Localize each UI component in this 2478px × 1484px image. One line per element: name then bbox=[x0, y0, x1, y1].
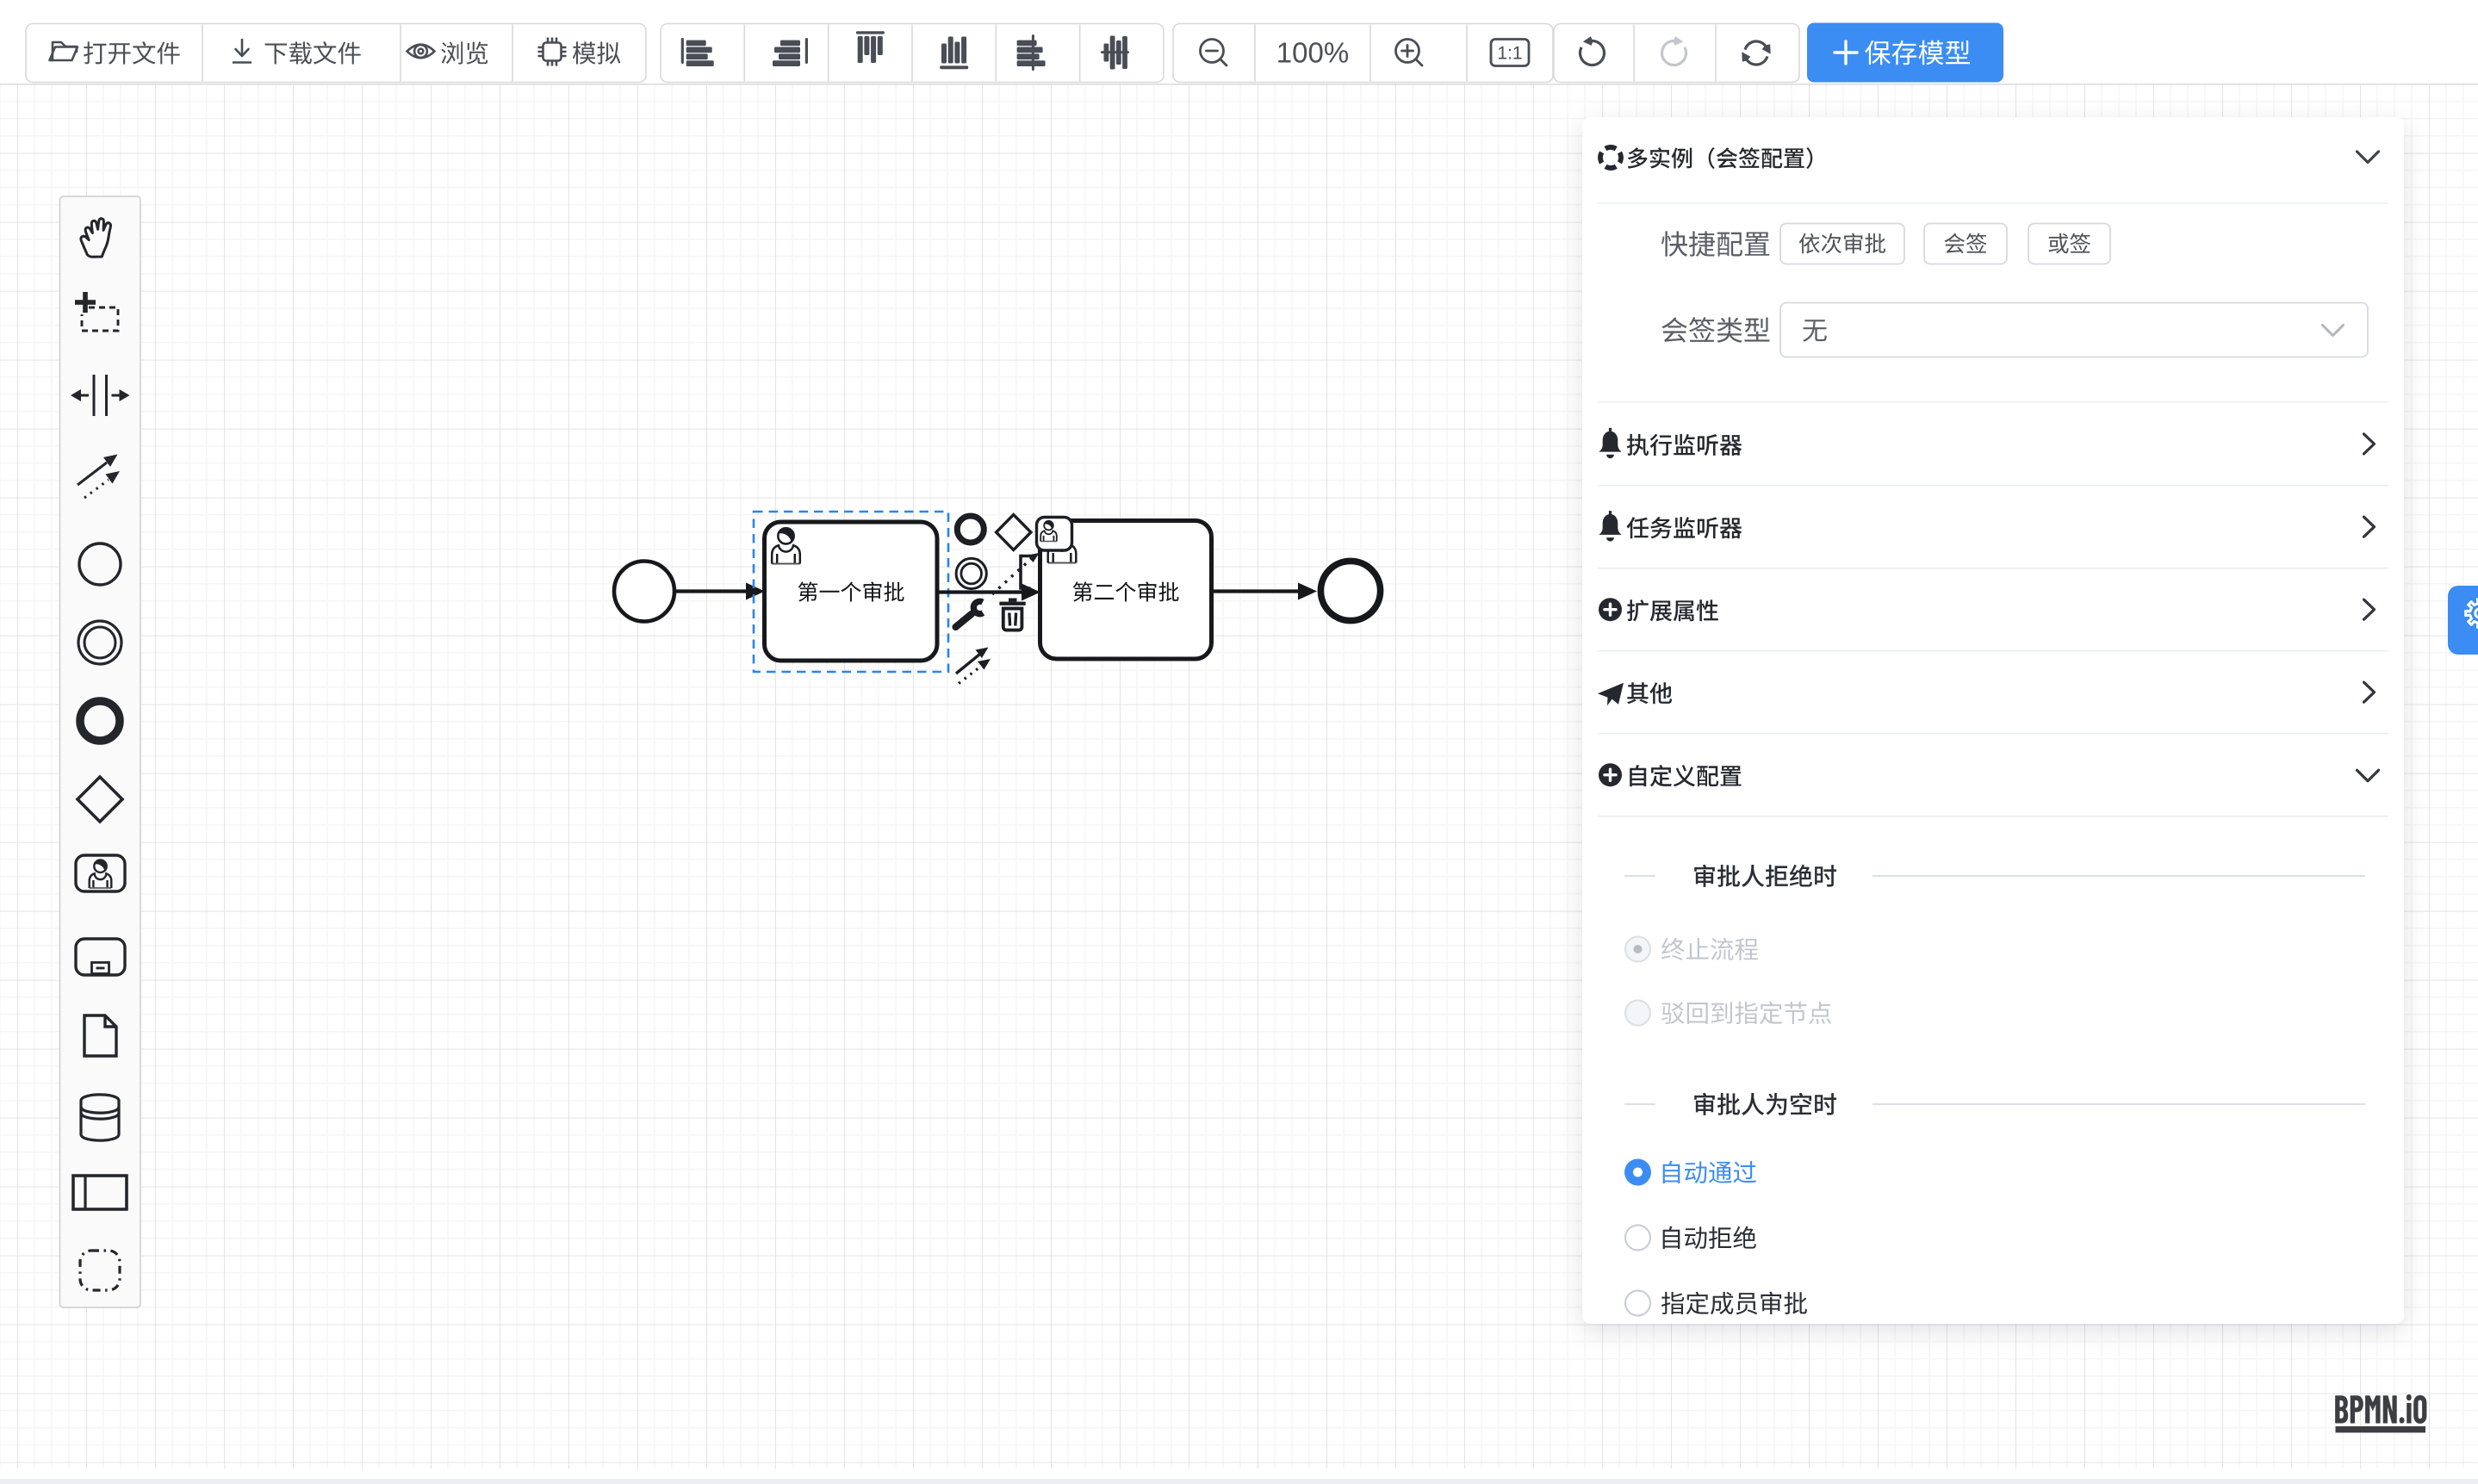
svg-text:100%: 100% bbox=[1276, 37, 1349, 69]
svg-text:1:1: 1:1 bbox=[1497, 44, 1522, 64]
